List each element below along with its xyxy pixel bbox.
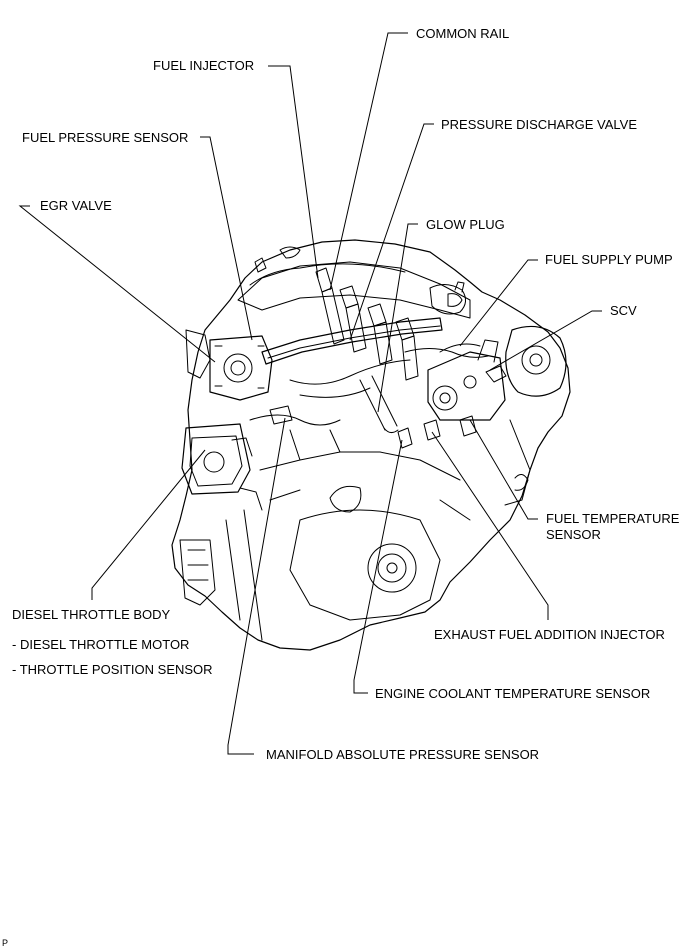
label-diesel-throttle-motor: - DIESEL THROTTLE MOTOR: [12, 637, 190, 652]
leader-fuel-temperature-sensor: [469, 419, 538, 520]
label-egr-valve: EGR VALVE: [40, 198, 112, 213]
label-scv: SCV: [610, 303, 637, 318]
leader-fuel-pressure-sensor: [200, 136, 253, 341]
label-fuel-temperature-sensor-line2: SENSOR: [546, 527, 601, 542]
leader-scv: [489, 310, 602, 371]
label-common-rail: COMMON RAIL: [416, 26, 510, 41]
leader-egr-valve: [18, 205, 216, 363]
leader-engine-coolant-temperature-sensor: [353, 439, 403, 694]
label-fuel-injector: FUEL INJECTOR: [153, 58, 255, 73]
label-throttle-position-sensor: - THROTTLE POSITION SENSOR: [12, 662, 213, 677]
label-engine-coolant-temperature-sensor: ENGINE COOLANT TEMPERATURE SENSOR: [375, 686, 651, 701]
label-fuel-supply-pump: FUEL SUPPLY PUMP: [545, 252, 673, 267]
leader-manifold-absolute-pressure-sensor: [227, 417, 286, 755]
label-glow-plug: GLOW PLUG: [426, 217, 505, 232]
leader-glow-plug: [377, 223, 418, 413]
engine-block-drawing: [171, 239, 571, 651]
leader-fuel-supply-pump: [459, 259, 538, 347]
label-manifold-absolute-pressure-sensor: MANIFOLD ABSOLUTE PRESSURE SENSOR: [266, 747, 540, 762]
leader-common-rail: [329, 32, 408, 291]
label-exhaust-fuel-addition-injector: EXHAUST FUEL ADDITION INJECTOR: [434, 627, 665, 642]
corner-code: P: [2, 938, 9, 948]
leader-diesel-throttle-body: [91, 449, 206, 600]
label-fuel-pressure-sensor: FUEL PRESSURE SENSOR: [22, 130, 189, 145]
leader-fuel-injector: [268, 65, 319, 279]
label-fuel-temperature-sensor-line1: FUEL TEMPERATURE: [546, 511, 680, 526]
label-diesel-throttle-body: DIESEL THROTTLE BODY: [12, 607, 171, 622]
leader-pressure-discharge-valve: [349, 123, 434, 341]
label-pressure-discharge-valve: PRESSURE DISCHARGE VALVE: [441, 117, 638, 132]
leader-exhaust-fuel-addition-injector: [431, 431, 549, 620]
leader-lines: [18, 32, 602, 755]
